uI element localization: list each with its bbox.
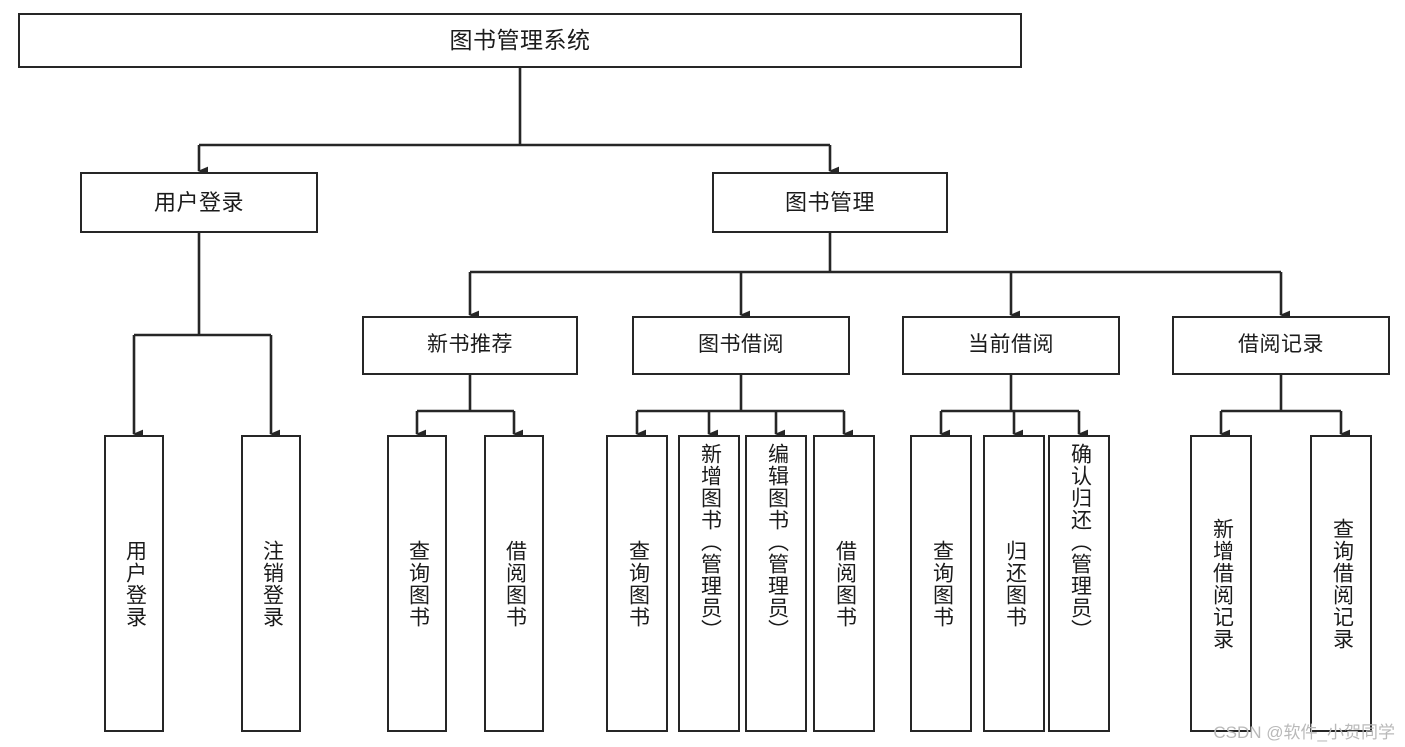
node-leaf-borrow-book-1[interactable]: 借阅图书 bbox=[484, 435, 544, 732]
node-new-book-recommend-label: 新书推荐 bbox=[427, 333, 513, 357]
node-leaf-return-book[interactable]: 归还图书 bbox=[983, 435, 1045, 732]
node-book-borrow[interactable]: 图书借阅 bbox=[632, 316, 850, 375]
node-leaf-user-login-label: 用户登录 bbox=[123, 539, 147, 628]
node-leaf-confirm-return-label: 确认归还（管理员） bbox=[1068, 443, 1092, 641]
node-leaf-logout-label: 注销登录 bbox=[260, 539, 284, 628]
node-leaf-query-book-2[interactable]: 查询图书 bbox=[606, 435, 668, 732]
node-leaf-borrow-book-1-label: 借阅图书 bbox=[503, 539, 527, 628]
node-leaf-user-login[interactable]: 用户登录 bbox=[104, 435, 164, 732]
node-user-login[interactable]: 用户登录 bbox=[80, 172, 318, 233]
node-borrow-record[interactable]: 借阅记录 bbox=[1172, 316, 1390, 375]
node-leaf-logout[interactable]: 注销登录 bbox=[241, 435, 301, 732]
node-leaf-return-book-label: 归还图书 bbox=[1003, 539, 1027, 628]
node-leaf-query-book-1[interactable]: 查询图书 bbox=[387, 435, 447, 732]
watermark: CSDN @软件_小贺同学 bbox=[1213, 723, 1395, 742]
node-leaf-query-record-label: 查询借阅记录 bbox=[1330, 517, 1354, 650]
node-leaf-query-book-1-label: 查询图书 bbox=[406, 539, 430, 628]
node-leaf-query-book-3[interactable]: 查询图书 bbox=[910, 435, 972, 732]
node-leaf-query-book-2-label: 查询图书 bbox=[626, 539, 650, 628]
node-user-login-label: 用户登录 bbox=[153, 189, 244, 215]
node-leaf-query-record[interactable]: 查询借阅记录 bbox=[1310, 435, 1372, 732]
node-leaf-confirm-return[interactable]: 确认归还（管理员） bbox=[1048, 435, 1110, 732]
node-leaf-query-book-3-label: 查询图书 bbox=[930, 539, 954, 628]
node-new-book-recommend[interactable]: 新书推荐 bbox=[362, 316, 578, 375]
node-leaf-add-record-label: 新增借阅记录 bbox=[1210, 517, 1234, 650]
node-book-borrow-label: 图书借阅 bbox=[698, 333, 784, 357]
node-borrow-record-label: 借阅记录 bbox=[1238, 333, 1324, 357]
node-leaf-add-record[interactable]: 新增借阅记录 bbox=[1190, 435, 1252, 732]
node-leaf-edit-book-label: 编辑图书（管理员） bbox=[765, 443, 789, 641]
node-leaf-edit-book[interactable]: 编辑图书（管理员） bbox=[745, 435, 807, 732]
node-root-label: 图书管理系统 bbox=[449, 27, 591, 54]
node-current-borrow[interactable]: 当前借阅 bbox=[902, 316, 1120, 375]
node-root[interactable]: 图书管理系统 bbox=[18, 13, 1022, 68]
node-current-borrow-label: 当前借阅 bbox=[968, 333, 1054, 357]
node-book-manage-label: 图书管理 bbox=[784, 189, 875, 215]
node-leaf-add-book[interactable]: 新增图书（管理员） bbox=[678, 435, 740, 732]
node-book-manage[interactable]: 图书管理 bbox=[712, 172, 948, 233]
node-leaf-borrow-book-2-label: 借阅图书 bbox=[833, 539, 857, 628]
node-leaf-add-book-label: 新增图书（管理员） bbox=[698, 443, 722, 641]
node-leaf-borrow-book-2[interactable]: 借阅图书 bbox=[813, 435, 875, 732]
